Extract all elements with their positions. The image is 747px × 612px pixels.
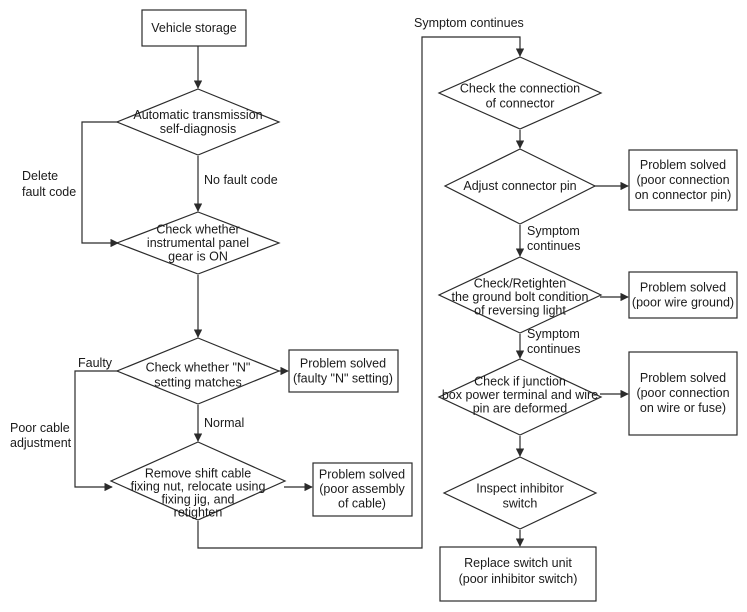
text-solved-ground: Problem solved(poor wire ground) bbox=[632, 281, 734, 310]
text-replace-switch: Replace switch unit(poor inhibitor switc… bbox=[459, 556, 578, 586]
text-adjust-pin: Adjust connector pin bbox=[463, 179, 576, 193]
label-symptom-continues-top: Symptom continues bbox=[414, 16, 524, 30]
node-check-ground-bolt bbox=[437, 256, 603, 334]
node-check-n-setting bbox=[115, 337, 281, 405]
node-vehicle-storage bbox=[141, 9, 247, 47]
node-inspect-inhibitor bbox=[442, 456, 598, 530]
node-check-junction bbox=[437, 358, 603, 436]
node-at-self-diagnosis bbox=[115, 88, 281, 156]
node-solved-cable bbox=[312, 462, 413, 517]
node-solved-ground bbox=[628, 271, 738, 319]
edge-bridge-to-right-column bbox=[197, 36, 525, 549]
text-solved-n-setting: Problem solved(faulty "N" setting) bbox=[293, 357, 393, 386]
node-adjust-pin bbox=[443, 148, 597, 225]
node-remove-shift-cable bbox=[109, 441, 287, 521]
text-vehicle-storage: Vehicle storage bbox=[151, 21, 237, 35]
label-faulty: Faulty bbox=[78, 356, 113, 370]
edge-delete-fault-code-loop bbox=[81, 121, 119, 248]
edge-faulty-loop bbox=[74, 370, 118, 492]
shapes bbox=[109, 9, 738, 602]
label-no-fault-code: No fault code bbox=[204, 173, 278, 187]
node-check-connector bbox=[437, 56, 603, 130]
node-replace-switch bbox=[439, 546, 597, 602]
text-check-n-setting: Check whether "N"setting matches bbox=[146, 361, 251, 390]
node-check-gear-on bbox=[115, 211, 281, 275]
node-solved-junction bbox=[628, 351, 738, 436]
node-solved-n-setting bbox=[288, 349, 399, 393]
connectors bbox=[74, 36, 629, 549]
node-solved-pin bbox=[628, 149, 738, 211]
label-normal: Normal bbox=[204, 416, 244, 430]
